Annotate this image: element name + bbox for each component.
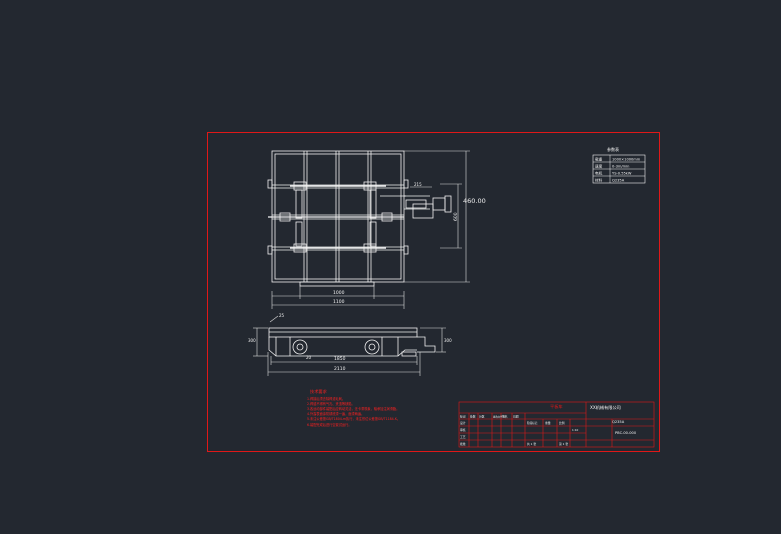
params-row-4-label: 材料 <box>595 178 603 183</box>
title-block-text: XX机械有限公司 平板车 PBC-00-000 Q235A 标记 处数 分区 更… <box>460 403 637 446</box>
drawing-frame <box>207 132 660 452</box>
dim-width-outer-label: 1100 <box>333 299 345 305</box>
dim-height-label: 460.00 <box>463 197 486 205</box>
dim-width-inner-label: 1000 <box>333 290 345 296</box>
notes-line-6: 6.装配完成后进行空载试运行。 <box>307 422 351 427</box>
dim-overall-label: 2110 <box>334 366 346 372</box>
params-table: 参数表 载重 1000×1000mm 速度 0-3m/min 电机 YS-0.5… <box>592 146 646 184</box>
notes-title: 技术要求 <box>310 388 328 395</box>
title-block-checker: 审核 <box>460 428 466 432</box>
params-row-2-label: 速度 <box>595 164 603 169</box>
title-block <box>458 401 655 448</box>
title-block-scale-label: 比例 <box>559 421 565 425</box>
dim-motor-label: 215 <box>414 182 422 187</box>
dim-top-tag-label: 25 <box>279 313 285 318</box>
title-block-sheet-no: 第 1 张 <box>559 442 568 446</box>
dim-right-height-label: 300 <box>444 338 452 343</box>
params-table-title: 参数表 <box>607 146 619 152</box>
notes-line-4: 4.外露表面涂防锈底漆一遍，面漆两遍。 <box>307 411 364 416</box>
params-row-4-value: Q235A <box>612 179 625 183</box>
params-row-1-value: 1000×1000mm <box>612 158 641 162</box>
params-row-3-value: YS-0.55kW <box>612 172 632 176</box>
side-view-dimensions <box>253 315 446 376</box>
title-block-drawing-name: 平板车 <box>550 403 563 410</box>
title-block-rev-header-1: 标记 <box>460 415 466 419</box>
notes-line-2: 2.焊缝不得有气孔、夹渣等缺陷。 <box>307 401 355 406</box>
dim-base-label: 1850 <box>334 356 346 362</box>
dim-wheel-label: 20 <box>306 355 312 360</box>
top-view <box>267 150 452 287</box>
top-view-dimensions <box>271 150 470 309</box>
title-block-stage: 阶段标记 <box>527 421 538 425</box>
title-block-material: Q235A <box>612 420 625 424</box>
technical-notes: 技术要求 1.焊接后须去除焊渣毛刺。 2.焊缝不得有气孔、夹渣等缺陷。 3.各运… <box>307 388 400 427</box>
notes-line-3: 3.各运动部件装配后应转动灵活，无卡滞现象，轴承加注润滑脂。 <box>307 406 399 411</box>
side-view <box>268 327 436 357</box>
params-row-2-value: 0-3m/min <box>612 165 629 169</box>
notes-line-5: 5.未注公差按GB/T1804-m执行，未注形位公差按GB/T1184-K。 <box>307 416 400 421</box>
title-block-scale-value: 1:10 <box>572 428 579 432</box>
title-block-approve: 批准 <box>460 442 466 446</box>
title-block-process: 工艺 <box>460 435 466 439</box>
title-block-rev-header-2: 处数 <box>470 415 476 419</box>
dim-left-height-label: 300 <box>248 338 256 343</box>
params-row-3-label: 电机 <box>595 171 603 176</box>
dim-right-label: 600 <box>453 212 459 221</box>
notes-line-1: 1.焊接后须去除焊渣毛刺。 <box>307 396 345 401</box>
title-block-company: XX机械有限公司 <box>590 404 621 411</box>
title-block-weight: 重量 <box>545 421 551 425</box>
title-block-sheet-label: 共 1 张 <box>527 442 536 446</box>
title-block-designer: 设计 <box>460 421 466 425</box>
title-block-rev-header-4: 更改文件号 <box>493 415 506 419</box>
title-block-rev-header-6: 日期 <box>513 415 519 419</box>
params-row-1-label: 载重 <box>595 157 603 162</box>
title-block-drawing-no: PBC-00-000 <box>615 431 637 435</box>
title-block-rev-header-5: 签名 <box>502 415 508 419</box>
title-block-rev-header-3: 分区 <box>479 415 485 419</box>
